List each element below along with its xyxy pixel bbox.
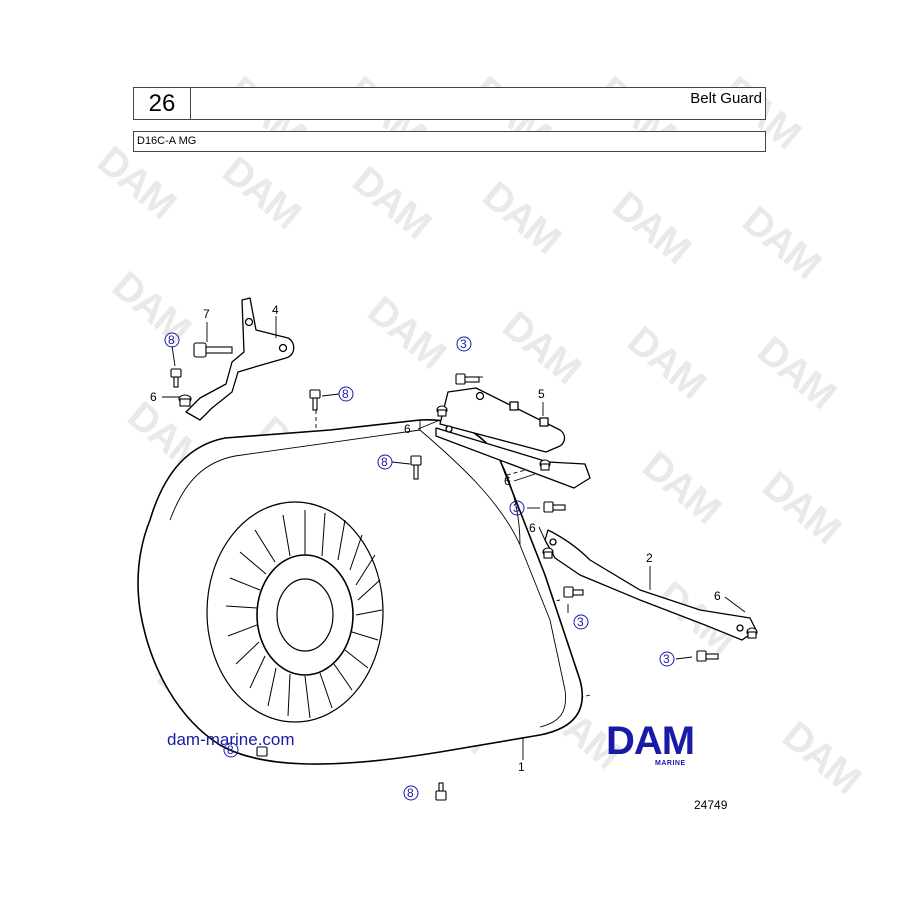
bolt-part-3-mid [543, 501, 566, 513]
grommet-part-6-mid [539, 459, 551, 471]
svg-text:8: 8 [381, 455, 388, 469]
website-link[interactable]: dam-marine.com [167, 730, 295, 749]
model-name: D16C-A MG [137, 135, 197, 147]
label-part-1: 1 [518, 760, 525, 774]
callout-3: 3 [659, 651, 675, 667]
label-part-2: 2 [646, 551, 653, 565]
label-part-6: 6 [714, 589, 721, 603]
header-model-row: D16C-A MG [133, 131, 766, 152]
bolt-part-3-top [455, 373, 480, 385]
svg-text:3: 3 [460, 337, 467, 351]
callout-3: 3 [573, 614, 589, 630]
grommet-part-6-upper [436, 405, 448, 417]
callout-8: 8 [338, 386, 354, 402]
watermark-text: DAM [494, 303, 587, 391]
label-part-7: 7 [203, 307, 210, 321]
callout-8: 8 [377, 454, 393, 470]
watermark-text: DAM [604, 183, 697, 271]
circled-callouts: 8 8 8 3 3 3 3 8 8 [164, 332, 675, 801]
upper-left-bracket [185, 297, 295, 421]
grommet-part-6-right [746, 627, 758, 639]
watermark-text: DAM [474, 173, 567, 261]
callout-8: 8 [223, 742, 239, 758]
bolt-part-8-bottom [435, 782, 447, 801]
label-part-6: 6 [529, 521, 536, 535]
bolt-part-3-lower [563, 586, 584, 598]
bolt-part-8-middle [410, 455, 422, 480]
callout-3: 3 [509, 500, 525, 516]
label-part-5: 5 [538, 387, 545, 401]
logo-text: DAM [606, 722, 694, 758]
logo-subtext: MARINE [655, 760, 686, 767]
watermark-text: DAM [104, 263, 197, 351]
watermark-text: DAM [214, 148, 307, 236]
svg-text:3: 3 [513, 501, 520, 515]
watermark-text: DAM [619, 318, 712, 406]
callout-8: 8 [164, 332, 180, 348]
fan-grille [206, 501, 384, 723]
bolt-part-8-center [309, 389, 321, 411]
grommet-part-6-strut [542, 547, 554, 559]
svg-text:8: 8 [168, 333, 175, 347]
watermark-text: DAM [749, 328, 842, 416]
bolt-part-8-bottom-left [256, 746, 268, 757]
watermark-text: DAM [734, 198, 827, 286]
svg-text:8: 8 [227, 743, 234, 757]
svg-text:8: 8 [342, 387, 349, 401]
label-part-4: 4 [272, 303, 279, 317]
bolt-part-8-top-left [170, 368, 182, 388]
page-title: Belt Guard [690, 90, 762, 107]
page-number: 26 [134, 88, 191, 119]
callout-8: 8 [403, 785, 419, 801]
label-part-6: 6 [504, 474, 511, 488]
watermark-text: DAM [634, 443, 727, 531]
figure-number: 24749 [694, 798, 728, 812]
callout-3: 3 [456, 336, 472, 352]
dam-logo: DAM [606, 722, 695, 758]
svg-text:3: 3 [663, 652, 670, 666]
fasteners [170, 342, 758, 801]
svg-text:3: 3 [577, 615, 584, 629]
svg-text:8: 8 [407, 786, 414, 800]
watermark-text: DAM [754, 463, 847, 551]
header-title-row: 26 Belt Guard [133, 87, 766, 120]
part-labels: 7 4 6 6 5 6 6 2 6 1 [150, 303, 721, 774]
grommet-part-6-left [178, 394, 192, 407]
watermark-text: DAM [344, 158, 437, 246]
support-strut [544, 529, 757, 641]
label-part-6: 6 [404, 422, 411, 436]
bolt-part-7 [193, 342, 233, 358]
watermark-text: DAM [774, 713, 867, 801]
watermark-text: DAM [359, 288, 452, 376]
label-part-6: 6 [150, 390, 157, 404]
bolt-part-3-right [696, 650, 719, 662]
